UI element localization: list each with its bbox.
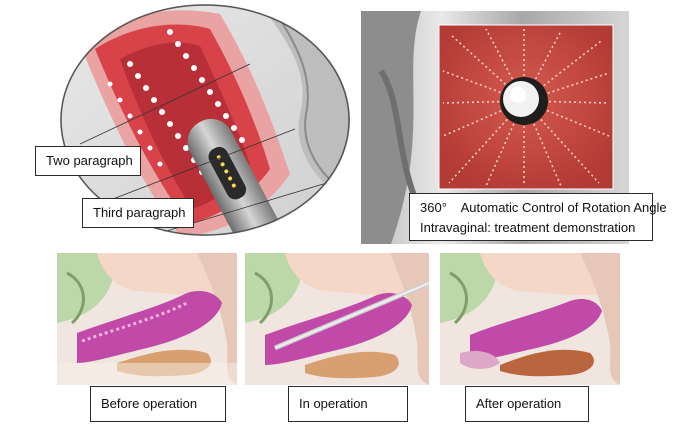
panel-after-operation <box>440 253 620 385</box>
label-after-operation: After operation <box>465 386 589 422</box>
rotation-angle-illustration <box>361 11 629 244</box>
label-in-operation: In operation <box>288 386 408 422</box>
panel-in-operation <box>245 253 429 385</box>
rotation-caption-box: 360° Automatic Control of Rotation Angle… <box>409 193 667 241</box>
label-two-paragraph: Two paragraph <box>35 146 141 176</box>
rotation-caption-line2: Intravaginal: treatment demonstration <box>420 220 636 235</box>
label-before-operation: Before operation <box>90 386 226 422</box>
label-third-paragraph: Third paragraph <box>82 198 194 228</box>
rotation-caption-line1: 360° Automatic Control of Rotation Angle <box>420 200 667 215</box>
probe-magnified-illustration <box>60 4 350 236</box>
panel-before-operation <box>57 253 237 385</box>
